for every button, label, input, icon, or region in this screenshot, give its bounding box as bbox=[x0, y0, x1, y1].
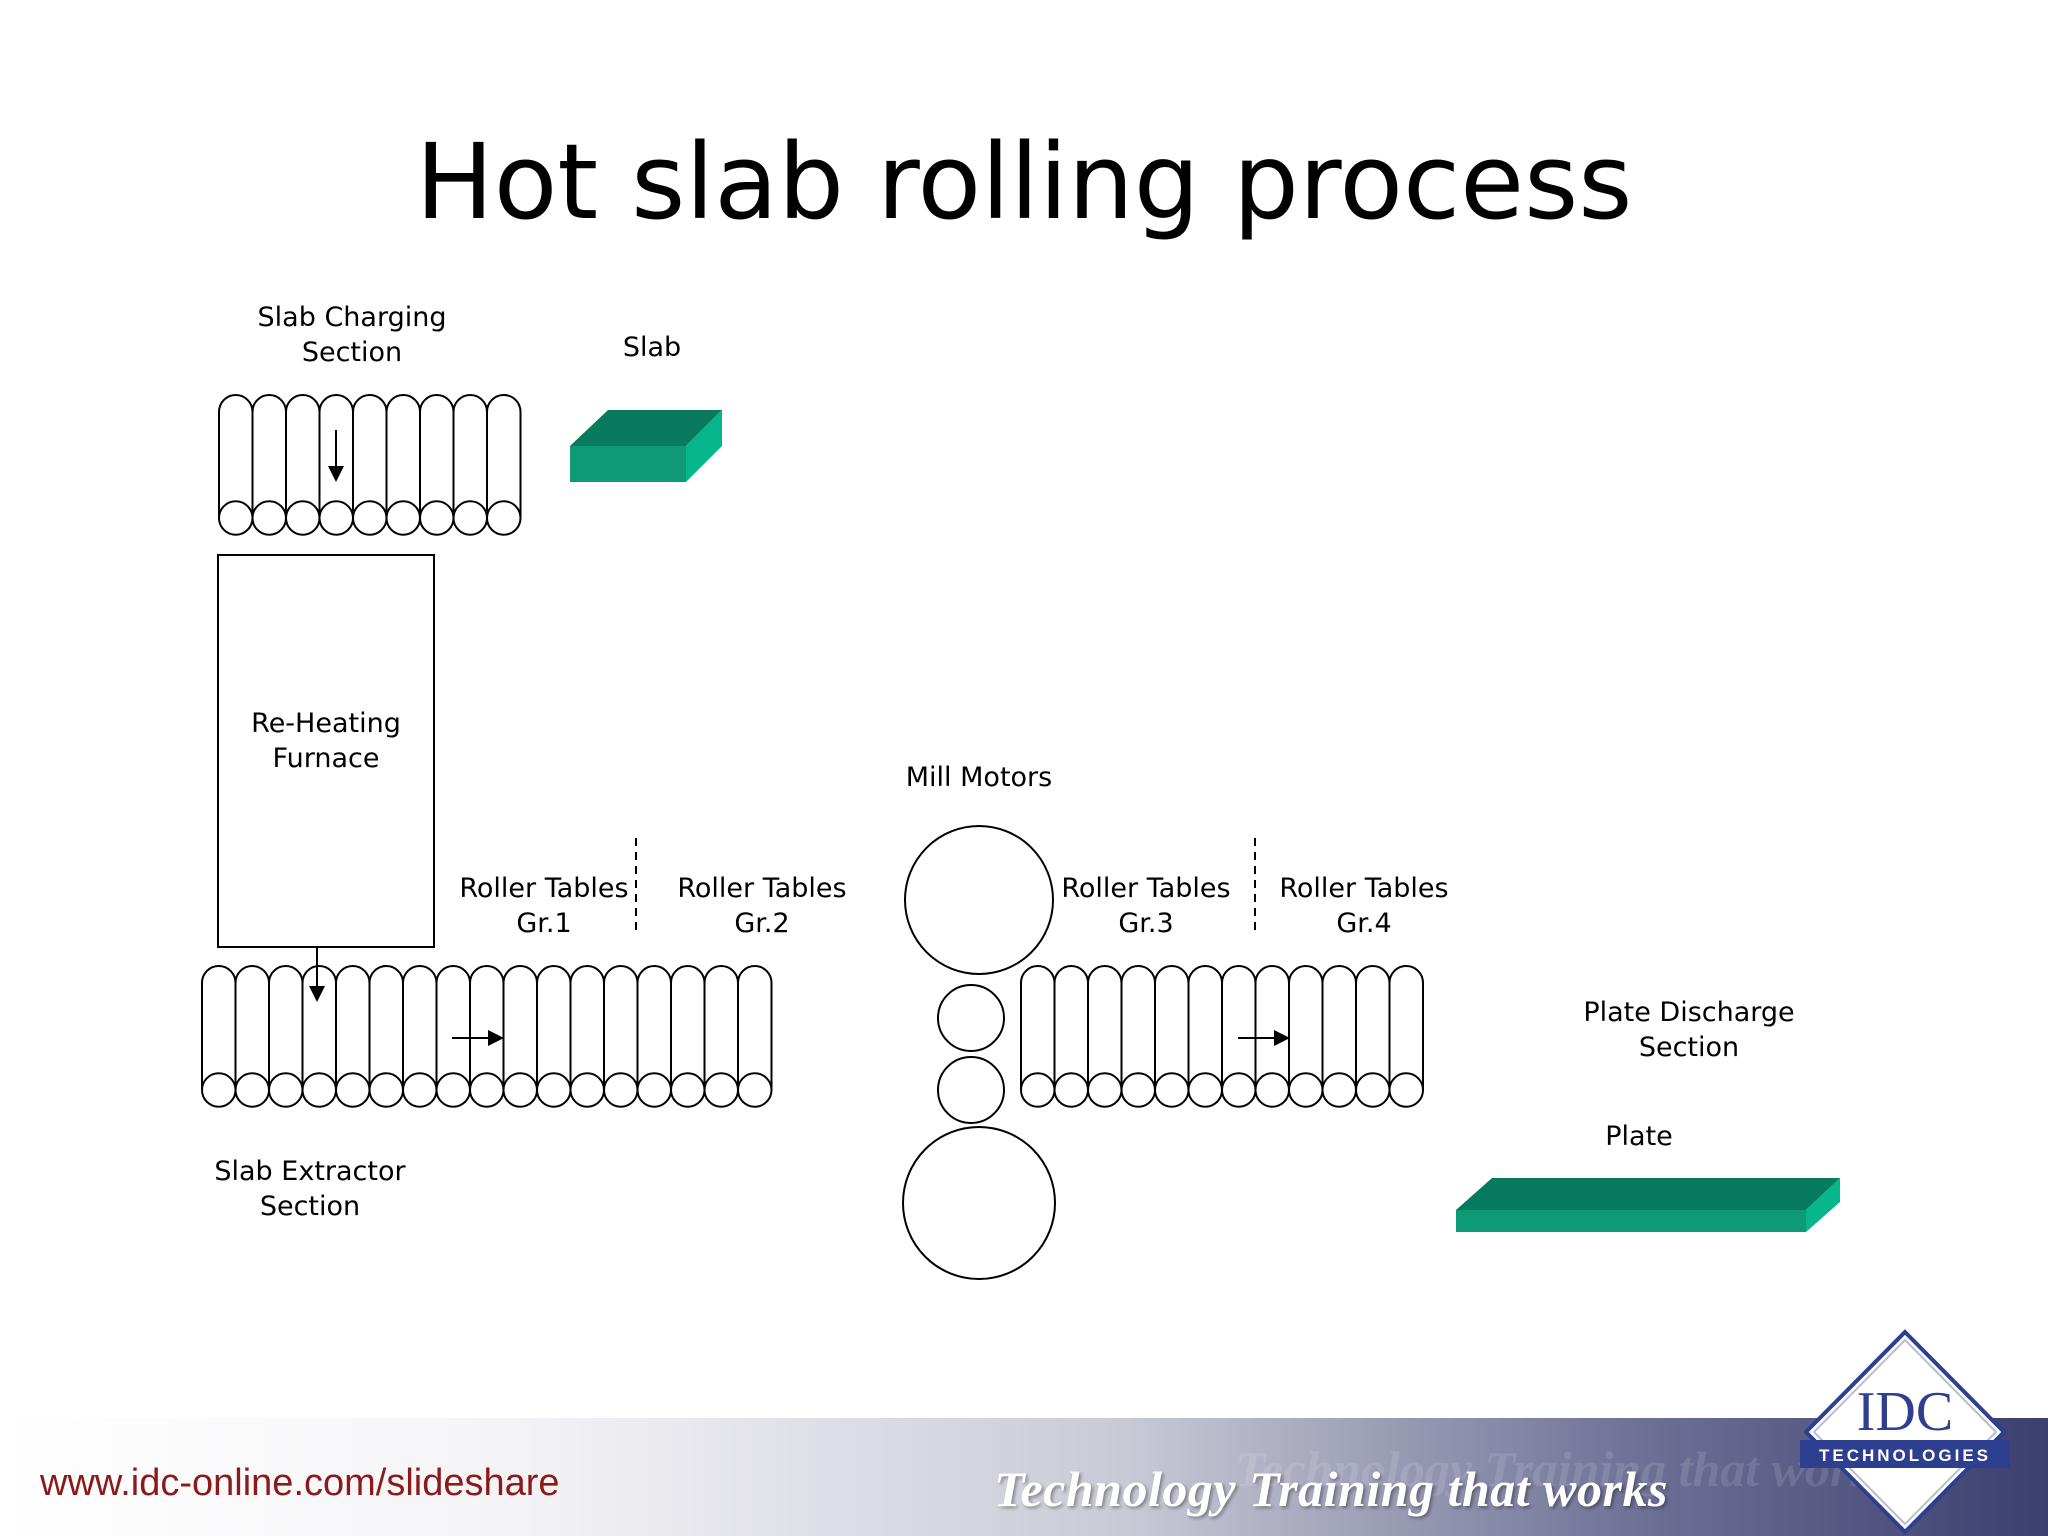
footer-tagline: Technology Training that works bbox=[994, 1461, 1668, 1517]
roller bbox=[301, 965, 337, 1108]
main-roller-table-left bbox=[201, 965, 773, 1108]
roller bbox=[419, 394, 455, 536]
roller bbox=[1087, 965, 1123, 1108]
roller bbox=[402, 965, 438, 1108]
right-table-right-arrow bbox=[1238, 1030, 1290, 1046]
roller bbox=[452, 394, 488, 536]
roller bbox=[670, 965, 706, 1108]
logo-main-text: IDC bbox=[1857, 1381, 1953, 1443]
charging-roller-table bbox=[218, 394, 522, 536]
footer-band bbox=[0, 1418, 2048, 1536]
reheating-furnace-box bbox=[217, 554, 435, 948]
roller bbox=[234, 965, 270, 1108]
roller bbox=[737, 965, 773, 1108]
roller bbox=[1221, 965, 1257, 1108]
slab-label: Slab bbox=[622, 332, 682, 363]
roller bbox=[502, 965, 538, 1108]
main-roller-table-right bbox=[1020, 965, 1424, 1108]
footer-url-link[interactable]: www.idc-online.com/slideshare bbox=[40, 1462, 560, 1504]
roller bbox=[1154, 965, 1190, 1108]
roller bbox=[1288, 965, 1324, 1108]
logo-sub-text: TECHNOLOGIES bbox=[1819, 1446, 1991, 1465]
roller bbox=[435, 965, 471, 1108]
roller bbox=[1355, 965, 1391, 1108]
plate-block bbox=[1456, 1178, 1840, 1232]
top-backup-roll bbox=[904, 825, 1054, 975]
roller bbox=[335, 965, 371, 1108]
roller bbox=[536, 965, 572, 1108]
slab-block bbox=[570, 410, 722, 482]
mill-motors-label: Mill Motors bbox=[905, 762, 1053, 793]
left-table-right-arrow bbox=[452, 1030, 504, 1046]
roller bbox=[201, 965, 237, 1108]
roller bbox=[569, 965, 605, 1108]
mill-stand bbox=[902, 825, 1056, 1280]
roller bbox=[1120, 965, 1156, 1108]
bottom-work-roll bbox=[937, 1056, 1005, 1124]
tagline-watermark: Technology Training that works bbox=[1235, 1441, 1894, 1497]
roller bbox=[469, 965, 505, 1108]
roller bbox=[385, 394, 421, 536]
roller bbox=[1053, 965, 1089, 1108]
plate-label: Plate bbox=[1605, 1121, 1673, 1152]
roller bbox=[703, 965, 739, 1108]
roller bbox=[268, 965, 304, 1108]
roller bbox=[1388, 965, 1424, 1108]
roller bbox=[352, 394, 388, 536]
slide-title: Hot slab rolling process bbox=[415, 121, 1633, 243]
roller bbox=[486, 394, 522, 536]
roller bbox=[251, 394, 287, 536]
roller bbox=[1254, 965, 1290, 1108]
roller bbox=[1187, 965, 1223, 1108]
roller bbox=[1020, 965, 1056, 1108]
charging-down-arrow bbox=[328, 430, 344, 482]
roller bbox=[1321, 965, 1357, 1108]
idc-logo: IDC TECHNOLOGIES bbox=[1800, 1329, 2010, 1535]
bottom-backup-roll bbox=[902, 1126, 1056, 1280]
roller bbox=[285, 394, 321, 536]
roller bbox=[603, 965, 639, 1108]
roller bbox=[218, 394, 254, 536]
furnace-down-arrow bbox=[309, 948, 325, 1002]
roller bbox=[368, 965, 404, 1108]
roller bbox=[636, 965, 672, 1108]
top-work-roll bbox=[937, 984, 1005, 1052]
